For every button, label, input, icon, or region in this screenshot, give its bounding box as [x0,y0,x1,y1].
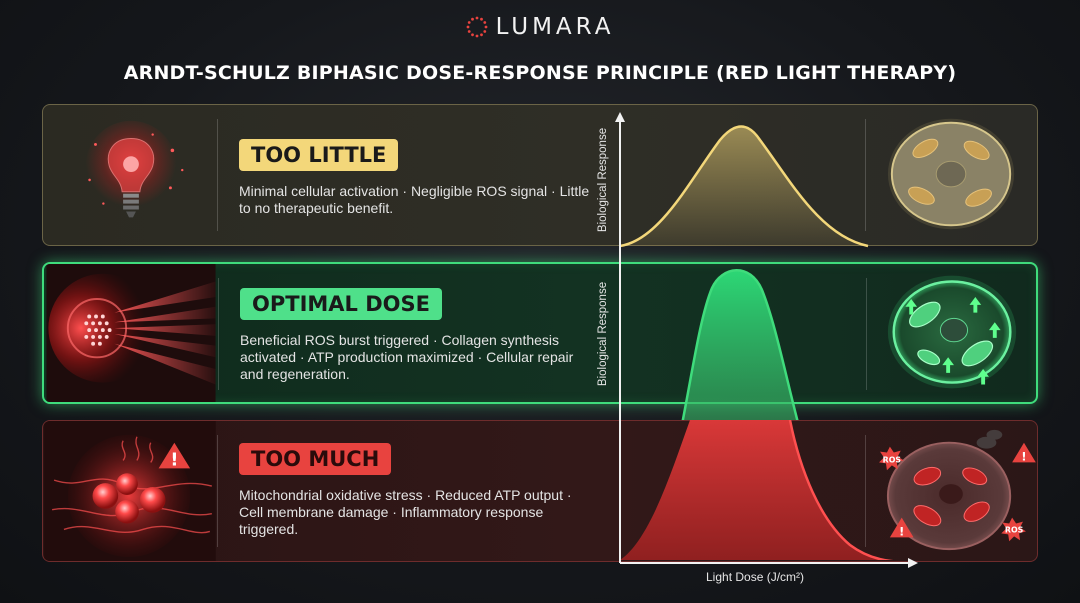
red-light-emitter-icon [46,264,216,402]
ros-label: ROS [883,455,902,464]
y-axis-label: Biological Response [597,127,609,233]
too-little-badge: TOO LITTLE [239,139,399,171]
too-much-description: Mitochondrial oxidative stress · Reduced… [239,487,572,537]
panel-optimal-dose: OPTIMAL DOSE Beneficial ROS burst trigge… [42,262,1038,404]
brand-logo: LUMARA [0,14,1080,40]
panel-too-much: ! TOO MUCH Mitochondrial oxidative stres… [42,420,1038,562]
dim-light-bulb-icon [85,120,184,218]
sunburst-icon [466,16,487,38]
damaged-cell-icon: ROS ROS ! ! [879,429,1036,551]
panel-divider [218,278,219,390]
overheated-cells-icon: ! [44,421,216,561]
optimal-dose-description: Beneficial ROS burst triggered · Collage… [240,332,574,382]
panel-divider [217,435,218,547]
optimal-dose-badge: OPTIMAL DOSE [240,288,442,320]
inactive-cell-icon [887,118,1015,230]
svg-text:!: ! [899,524,904,538]
panel-too-little: TOO LITTLE Minimal cellular activation ·… [42,104,1038,246]
panel-divider [217,119,218,231]
ros-label: ROS [1005,525,1024,534]
x-axis-label: Light Dose (J/cm²) [706,570,805,584]
energized-cell-icon [887,275,1017,389]
page-title: ARNDT-SCHULZ BIPHASIC DOSE-RESPONSE PRIN… [123,62,957,84]
too-much-badge: TOO MUCH [239,443,392,475]
panel-divider [866,278,867,390]
svg-text:!: ! [170,450,178,470]
too-little-description: Minimal cellular activation · Negligible… [239,183,590,216]
y-axis-label: Biological Response [597,281,609,387]
brand-name: LUMARA [495,14,615,40]
svg-text:!: ! [1021,449,1026,463]
